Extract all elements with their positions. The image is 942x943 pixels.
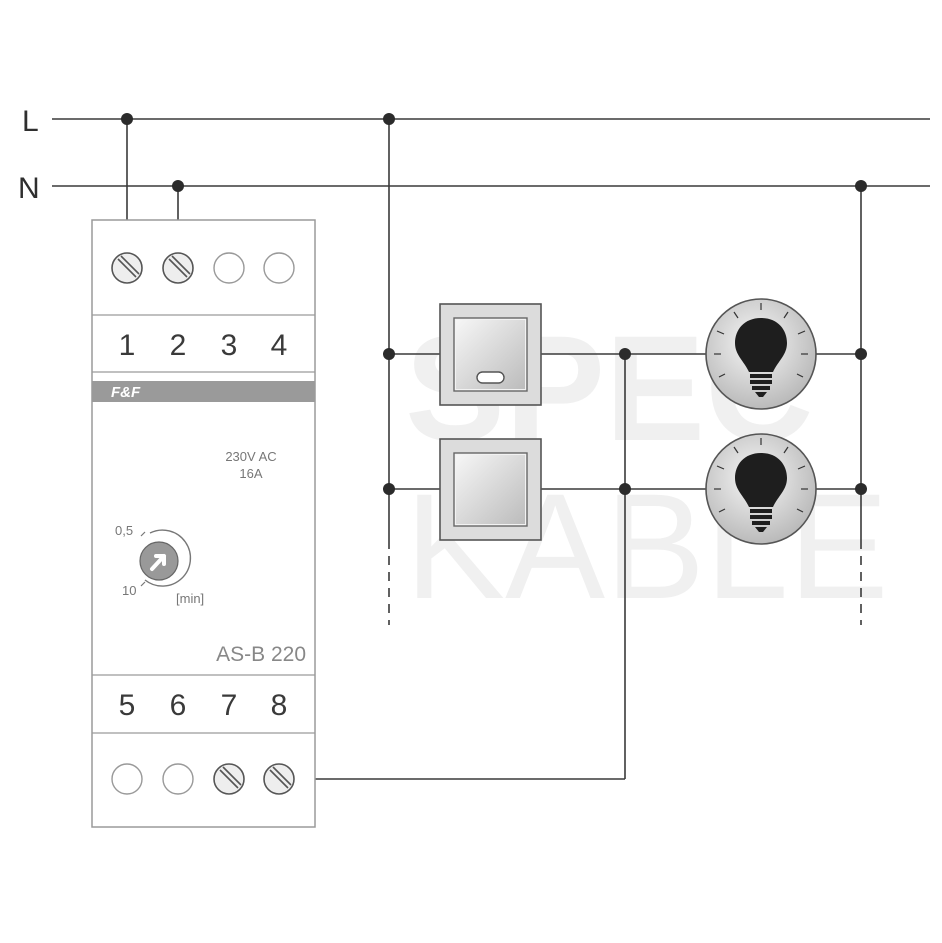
lamp-2 bbox=[705, 433, 817, 545]
terminal-number: 6 bbox=[170, 689, 187, 722]
time-dial[interactable] bbox=[139, 529, 192, 587]
brand-logo-bg bbox=[108, 383, 152, 400]
neutral-label: N bbox=[18, 172, 40, 205]
terminal-7-screw bbox=[213, 763, 245, 795]
dial-arrow-icon bbox=[150, 554, 166, 571]
junction-node bbox=[172, 180, 184, 192]
junction-node bbox=[383, 113, 395, 125]
terminal-8-screw bbox=[263, 763, 295, 795]
dial-min-label: 0,5 bbox=[115, 523, 133, 538]
indicator-light-icon bbox=[476, 371, 505, 384]
junction-node bbox=[383, 483, 395, 495]
model-label: AS-B 220 bbox=[216, 643, 306, 666]
junction-node bbox=[383, 348, 395, 360]
junction-node bbox=[855, 483, 867, 495]
terminal-number: 1 bbox=[119, 329, 136, 362]
terminal-number: 4 bbox=[271, 329, 288, 362]
lightbulb-icon bbox=[735, 453, 787, 532]
lamp-1 bbox=[705, 298, 817, 410]
dial-max-label: 10 bbox=[122, 583, 136, 598]
light-rays bbox=[714, 438, 808, 513]
current-rating: 16A bbox=[239, 466, 262, 481]
dial-unit-label: [min] bbox=[176, 591, 204, 606]
terminal-1-screw bbox=[111, 252, 143, 284]
device-body bbox=[91, 219, 316, 828]
timer-device: 1 2 3 4 F&F 230V AC 16A 0,5 10 [min] AS-… bbox=[91, 219, 316, 828]
voltage-rating: 230V AC bbox=[225, 449, 276, 464]
junction-node bbox=[619, 348, 631, 360]
junction-node bbox=[619, 483, 631, 495]
junction-node bbox=[121, 113, 133, 125]
terminal-number: 8 bbox=[271, 689, 288, 722]
terminal-number: 5 bbox=[119, 689, 136, 722]
terminal-3-empty bbox=[213, 252, 245, 284]
terminal-2-screw bbox=[162, 252, 194, 284]
junction-node bbox=[855, 348, 867, 360]
terminal-5-empty bbox=[111, 763, 143, 795]
terminal-number: 2 bbox=[170, 329, 187, 362]
terminal-4-empty bbox=[263, 252, 295, 284]
junction-nodes bbox=[121, 113, 867, 495]
push-button-illuminated bbox=[439, 303, 542, 406]
lightbulb-icon bbox=[735, 318, 787, 397]
terminal-number: 3 bbox=[221, 329, 238, 362]
junction-node bbox=[855, 180, 867, 192]
push-button bbox=[439, 438, 542, 541]
line-label: L bbox=[22, 105, 39, 138]
terminal-number: 7 bbox=[221, 689, 238, 722]
terminal-6-empty bbox=[162, 763, 194, 795]
brand-logo: F&F bbox=[111, 384, 141, 401]
light-rays bbox=[714, 303, 808, 378]
